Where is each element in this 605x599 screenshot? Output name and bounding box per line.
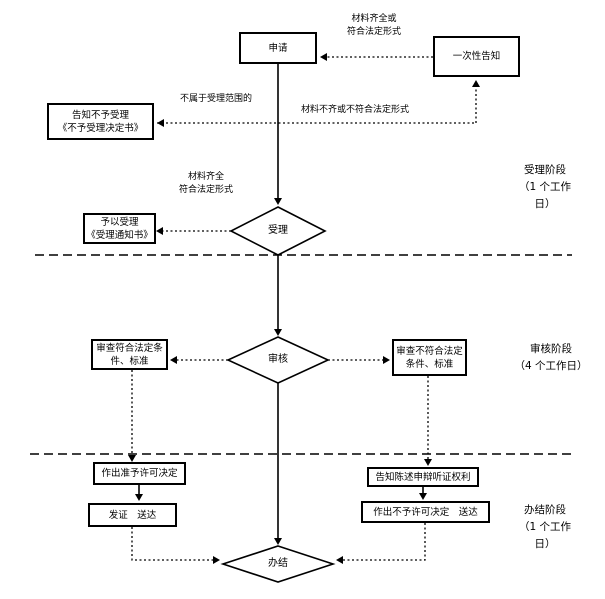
flow-box-review-fail: 审查不符合法定 条件、标准 — [392, 339, 467, 376]
edge-label-materials-incomplete: 材料不齐或不符合法定形式 — [298, 104, 412, 117]
arrowhead-down-icon — [128, 455, 136, 462]
edge-label-materials-ok-mid: 材料齐全 符合法定形式 — [166, 171, 246, 197]
flow-box-notify-rejection-line1: 告知不予受理 — [71, 109, 129, 121]
stage-label-acceptance-line3: 日） — [534, 198, 556, 210]
edge-label-materials-incomplete-text: 材料不齐或不符合法定形式 — [300, 105, 409, 115]
decision-conclude-shape — [220, 545, 336, 583]
flow-box-accept-notice: 予以受理 《受理通知书》 — [83, 213, 156, 244]
stage-label-conclusion: 办结阶段 （1 个工作 日） — [501, 502, 589, 553]
stage-label-examination-line2: （4 个工作日） — [514, 360, 588, 372]
edge-label-materials-ok-mid-line2: 符合法定形式 — [178, 185, 233, 195]
flow-box-deny-decision: 作出不予许可决定 送达 — [361, 501, 490, 523]
flow-box-issue-deliver: 发证 送达 — [88, 503, 177, 527]
arrowhead-left-icon — [320, 53, 327, 61]
flow-box-review-fail-line1: 审查不符合法定 — [396, 345, 463, 357]
edge-label-materials-ok-top-line2: 符合法定形式 — [346, 27, 401, 37]
connector-deny-to-conclude — [341, 523, 426, 561]
arrowhead-down-icon — [274, 329, 282, 336]
arrowhead-down-icon — [135, 494, 143, 501]
flow-box-notify-hearing-rights-label: 告知陈述申辩听证权利 — [375, 471, 471, 483]
arrowhead-down-icon — [274, 198, 282, 205]
flow-box-notify-hearing-rights: 告知陈述申辩听证权利 — [367, 467, 479, 487]
flow-box-review-fail-line2: 条件、标准 — [405, 358, 454, 370]
arrowhead-left-icon — [157, 119, 164, 127]
arrowhead-left-icon — [156, 227, 163, 235]
arrowhead-left-icon — [170, 356, 177, 364]
connector-issue-to-conclude — [131, 527, 215, 561]
stage-label-acceptance: 受理阶段 （1 个工作 日） — [501, 162, 589, 213]
stage-label-conclusion-line2: （1 个工作 — [518, 521, 572, 533]
stage-label-conclusion-line1: 办结阶段 — [524, 504, 566, 516]
flow-box-issue-deliver-label: 发证 送达 — [108, 509, 157, 521]
flow-box-one-time-notice-label: 一次性告知 — [452, 51, 501, 62]
stage-label-acceptance-line2: （1 个工作 — [518, 181, 572, 193]
edge-label-not-in-scope: 不属于受理范围的 — [172, 93, 260, 106]
flow-box-notify-rejection: 告知不予受理 《不予受理决定书》 — [47, 103, 154, 140]
flow-box-deny-decision-label: 作出不予许可决定 送达 — [373, 506, 478, 518]
decision-accept-shape — [229, 206, 327, 256]
decision-examine-shape — [226, 336, 330, 384]
arrowhead-right-icon — [383, 356, 390, 364]
decision-conclude-label: 办结 — [268, 558, 288, 569]
arrowhead-left-icon — [336, 556, 343, 564]
flow-box-accept-notice-line1: 予以受理 — [100, 216, 139, 228]
flow-box-notify-rejection-line2: 《不予受理决定书》 — [57, 122, 144, 134]
stage-separator-lines — [30, 254, 572, 455]
flow-box-grant-decision-label: 作出准予许可决定 — [101, 468, 178, 479]
decision-diamonds — [220, 206, 336, 583]
arrowhead-down-icon — [424, 459, 432, 466]
flow-box-one-time-notice: 一次性告知 — [433, 36, 520, 77]
flow-box-apply-label: 申请 — [268, 42, 288, 54]
flow-box-review-pass-line2: 件、标准 — [110, 355, 149, 367]
stage-label-acceptance-line1: 受理阶段 — [524, 164, 566, 176]
arrowheads — [128, 53, 480, 564]
flow-box-grant-decision: 作出准予许可决定 — [93, 462, 186, 485]
dotted-connectors — [131, 56, 477, 561]
edge-label-not-in-scope-text: 不属于受理范围的 — [179, 94, 252, 104]
arrowhead-down-icon — [419, 493, 427, 500]
stage-label-examination-line1: 审核阶段 — [530, 343, 572, 355]
arrowhead-down-icon — [274, 538, 282, 545]
stage-label-conclusion-line3: 日） — [534, 538, 556, 550]
arrowhead-up-icon — [472, 80, 480, 87]
edge-label-materials-ok-mid-line1: 材料齐全 — [187, 172, 224, 182]
stage-label-examination: 审核阶段 （4 个工作日） — [498, 341, 604, 375]
flow-box-accept-notice-line2: 《受理通知书》 — [86, 229, 153, 241]
decision-examine-label: 审核 — [268, 354, 288, 365]
decision-accept-label: 受理 — [268, 225, 288, 236]
flow-box-review-pass-line1: 审查符合法定条 — [96, 342, 163, 354]
edge-label-materials-ok-top-line1: 材料齐全或 — [351, 14, 397, 24]
flow-box-apply: 申请 — [239, 32, 317, 64]
arrowhead-right-icon — [213, 556, 220, 564]
flow-box-review-pass: 审查符合法定条 件、标准 — [91, 339, 168, 370]
edge-label-materials-ok-top: 材料齐全或 符合法定形式 — [328, 13, 420, 39]
